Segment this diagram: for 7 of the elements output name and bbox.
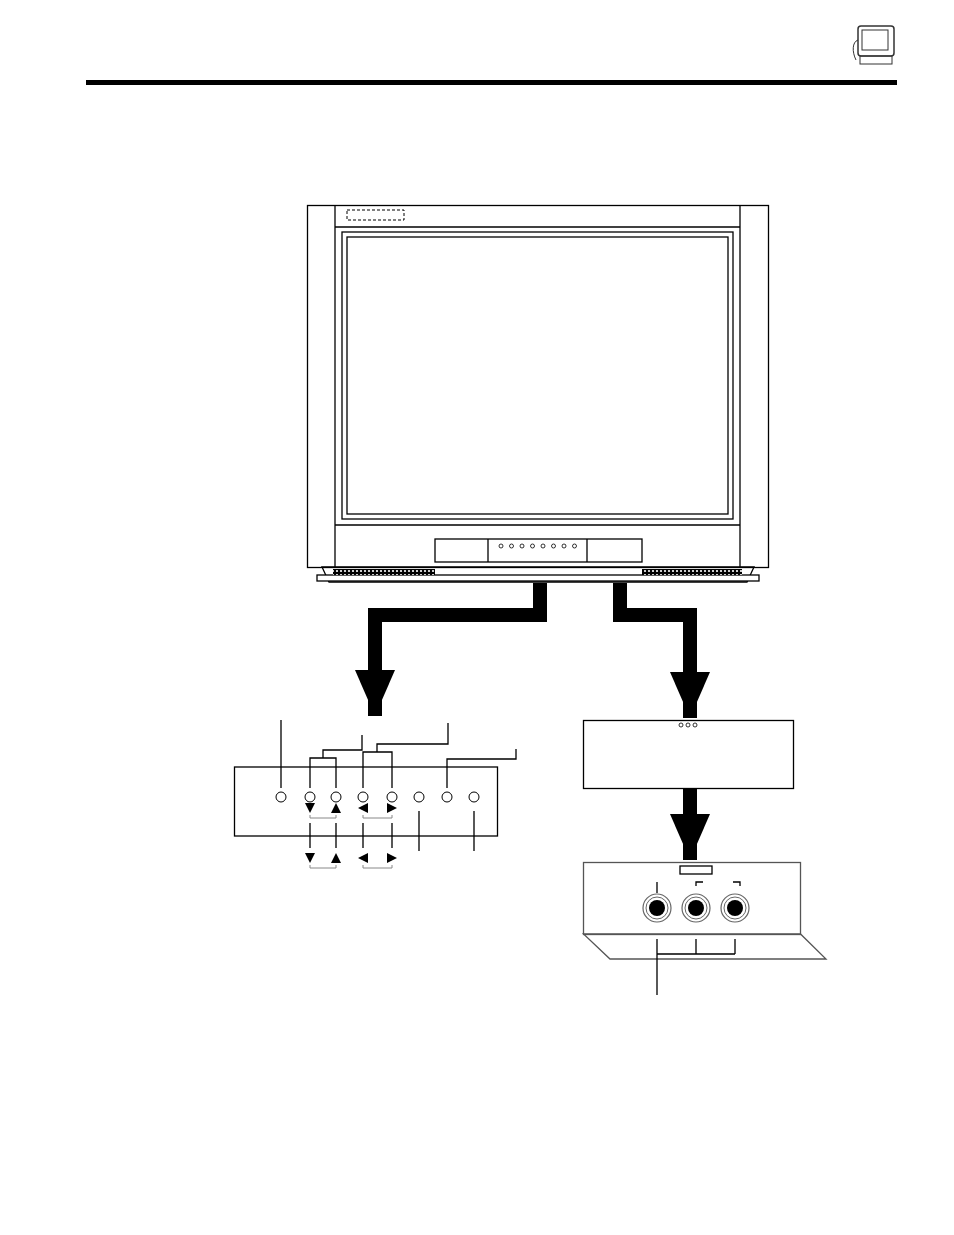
arrow <box>613 583 710 718</box>
control-panel-drawing <box>234 718 517 870</box>
arrow <box>355 583 547 716</box>
jack-panel-drawing <box>583 862 827 997</box>
arrow <box>670 789 710 860</box>
television-drawing <box>307 205 769 583</box>
front-panel-door <box>583 720 794 789</box>
